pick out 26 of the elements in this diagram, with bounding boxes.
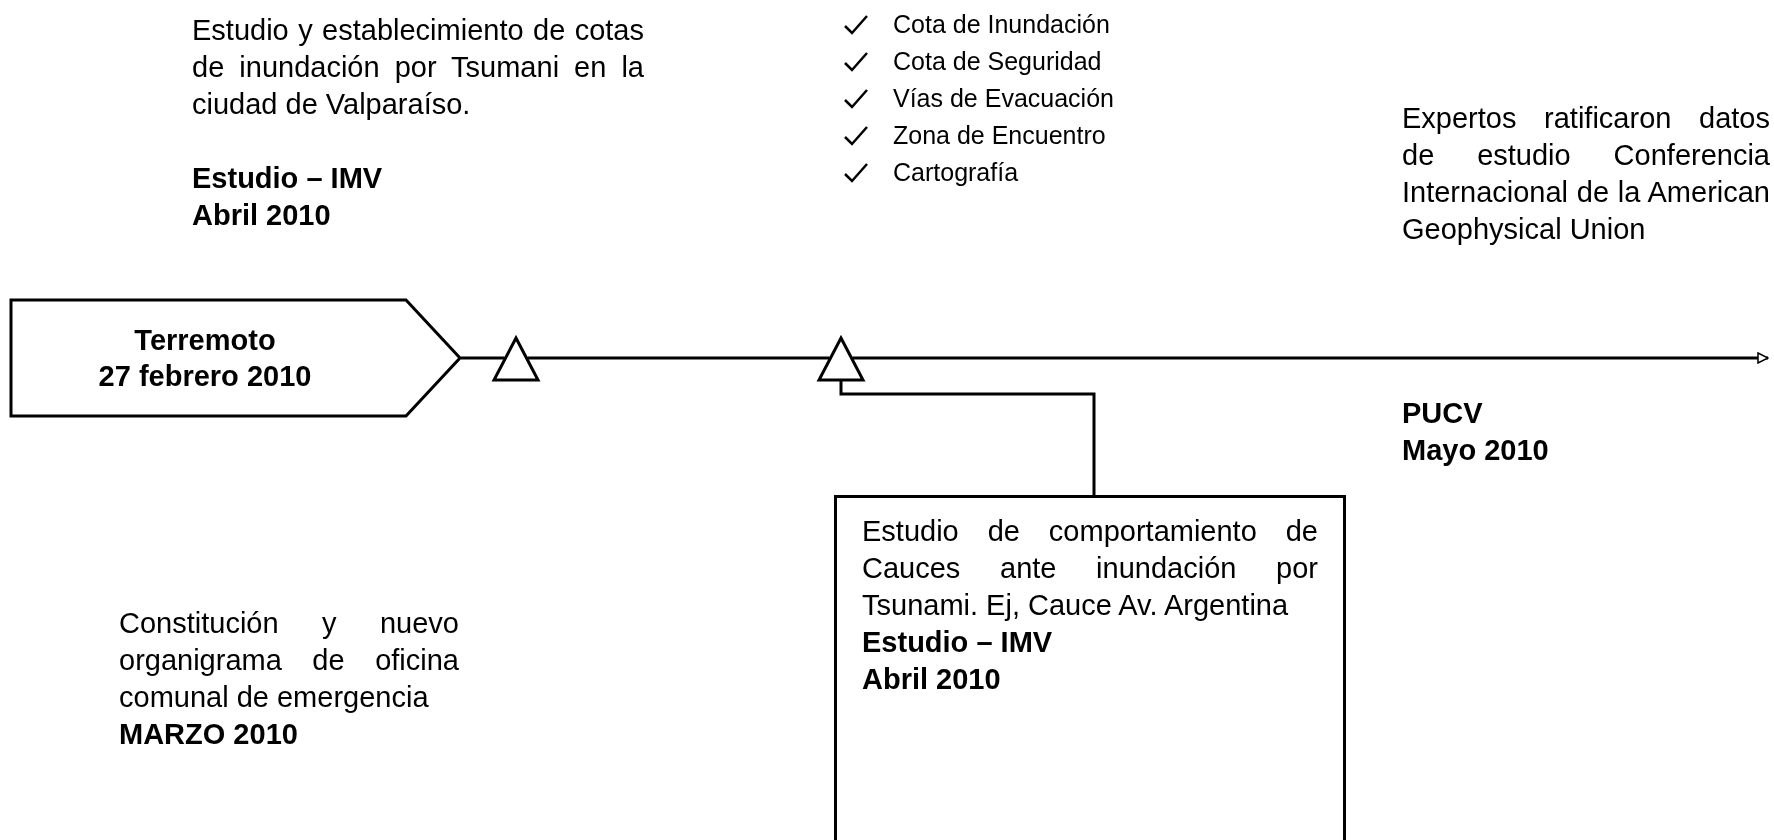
event-title: Terremoto (134, 323, 276, 358)
box-heading: Abril 2010 (862, 662, 1002, 697)
triangle-marker (492, 336, 540, 382)
date-label: Abril 2010 (192, 198, 331, 233)
checklist-item: Vías de Evacuación (893, 83, 1114, 114)
note-text: Constitución y nuevo organigrama de oficina comunal de emergencia (119, 606, 459, 715)
box-heading: Estudio – IMV (862, 625, 1054, 660)
event-marker (9, 298, 461, 418)
note-box (834, 495, 1346, 840)
note-heading: Estudio – IMV (192, 161, 383, 196)
note-heading: PUCV (1402, 396, 1483, 431)
checklist-item: Zona de Encuentro (893, 120, 1106, 151)
triangle-marker (817, 336, 865, 382)
connector-line (461, 356, 505, 360)
connector-line (527, 356, 830, 360)
note-text: Estudio y establecimiento de cotas de inundación por Tsumani en la ciudad de Valparaíso. (192, 13, 644, 122)
date-label: Mayo 2010 (1402, 433, 1549, 468)
checklist-item: Cartografía (893, 157, 1019, 188)
timeline-arrow (852, 352, 1769, 364)
checklist-item: Cota de Inundación (893, 9, 1110, 40)
checklist-item: Cota de Seguridad (893, 46, 1102, 77)
box-text: Estudio de comportamiento de Cauces ante inundación por Tsunami. Ej, Cauce Av. Argentina (862, 514, 1318, 623)
connector-line (839, 380, 1096, 495)
note-text: Expertos ratificaron datos de estudio Conferencia Internacional de la American Geophysical Union (1402, 101, 1770, 247)
event-date: 27 febrero 2010 (98, 359, 312, 394)
date-label: MARZO 2010 (119, 717, 298, 752)
